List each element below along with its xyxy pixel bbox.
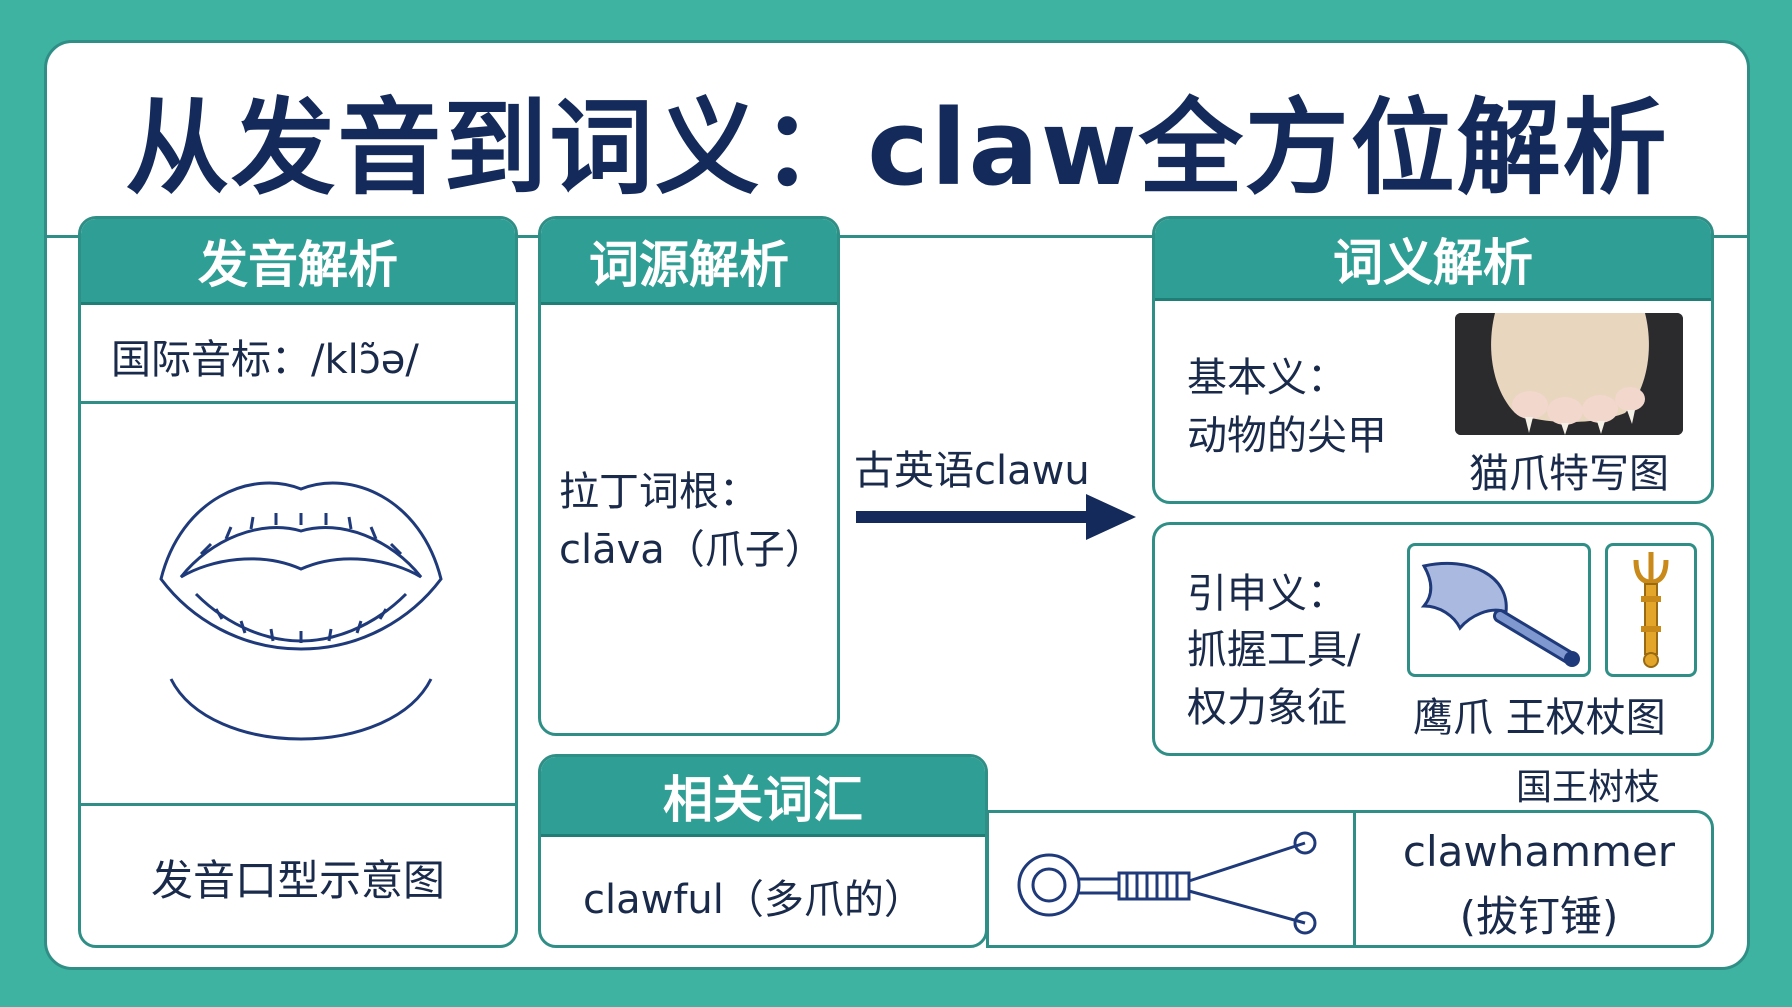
related-word-clawhammer: clawhammer (1402, 827, 1676, 876)
related-words-heading: 相关词汇 (541, 757, 985, 837)
basic-meaning-label: 基本义： (1187, 355, 1347, 401)
latin-root-word: clāva（爪子） (559, 527, 825, 573)
clawhammer-divider (1353, 813, 1356, 945)
related-word-clawful: clawful（多爪的） (583, 877, 924, 923)
mouth-icon (141, 459, 461, 759)
related-words-panel: 相关词汇 clawful（多爪的） (538, 754, 988, 948)
eagle-claw-image (1407, 543, 1591, 677)
scepter-image (1605, 543, 1697, 677)
meaning-heading: 词义解析 (1155, 219, 1711, 301)
latin-root-label: 拉丁词根： (559, 469, 759, 515)
pronunciation-divider-top (81, 401, 515, 404)
pronunciation-panel: 发音解析 国际音标：/klɔ̃ə/ 发音口型示意图 (78, 216, 518, 948)
king-branch-caption: 国王树枝 (1516, 767, 1661, 808)
old-english-label: 古英语clawu (854, 448, 1090, 494)
title-divider (47, 235, 1747, 238)
mouth-caption: 发音口型示意图 (150, 856, 445, 905)
etymology-panel: 词源解析 拉丁词根： clāva（爪子） (538, 216, 840, 736)
extended-meaning-label: 引申义： (1187, 571, 1347, 617)
clawhammer-translation: (拔钉锤) (1459, 892, 1619, 941)
arrow-right-icon (856, 492, 1136, 542)
meaning-panel: 词义解析 基本义： 动物的尖甲 猫爪特写图 (1152, 216, 1714, 504)
extended-meaning-line3: 权力象征 (1187, 685, 1347, 731)
pronunciation-divider-bottom (81, 803, 515, 806)
etymology-heading: 词源解析 (541, 219, 837, 305)
cat-paw-image (1455, 313, 1683, 435)
extended-meaning-panel: 引申义： 抓握工具/ 权力象征 鹰爪 王权杖图 (1152, 522, 1714, 756)
clawhammer-panel: clawhammer (拔钉锤) (986, 810, 1714, 948)
tool-icon (1009, 823, 1329, 941)
page-title: 从发音到词义：claw全方位解析 (125, 86, 1669, 209)
pronunciation-heading: 发音解析 (81, 219, 515, 305)
ipa-text: 国际音标：/klɔ̃ə/ (111, 337, 419, 383)
basic-meaning-text: 动物的尖甲 (1187, 413, 1387, 459)
cat-paw-caption: 猫爪特写图 (1469, 451, 1669, 497)
extended-meaning-line2: 抓握工具/ (1187, 627, 1361, 673)
tools-caption: 鹰爪 王权杖图 (1413, 695, 1666, 741)
